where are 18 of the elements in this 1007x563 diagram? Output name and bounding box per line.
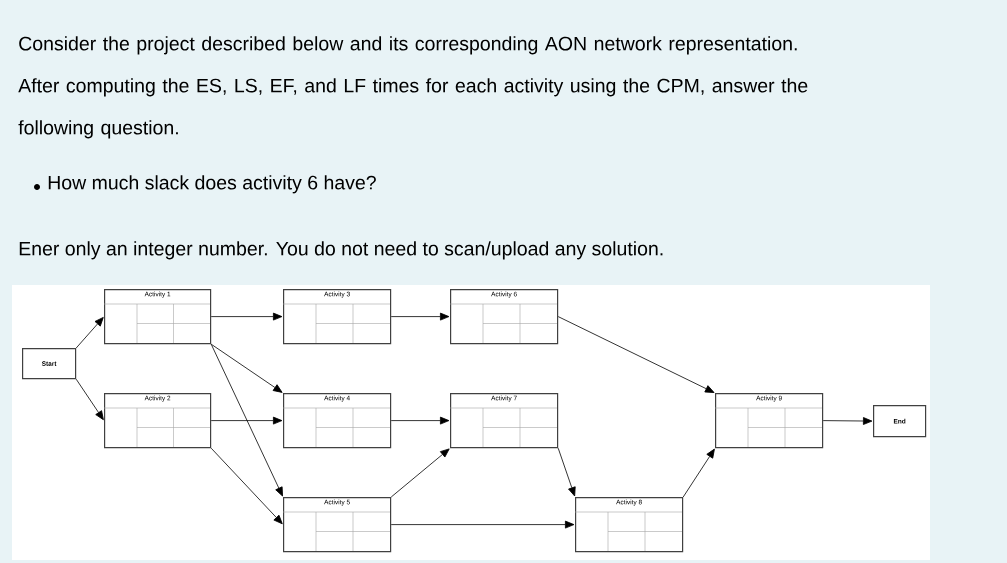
arrow xyxy=(390,448,450,498)
instruction-text: Ener only an integer number. You do not need to scan/upload any solution. xyxy=(19,241,663,260)
arrow xyxy=(557,316,715,393)
arrow xyxy=(210,416,283,425)
arrow xyxy=(557,447,576,497)
arrow xyxy=(390,520,575,529)
arrow xyxy=(210,343,283,497)
arrow xyxy=(210,343,283,393)
arrow xyxy=(210,447,283,525)
arrow xyxy=(682,448,715,498)
question-text: Consider the project described below and its corresponding AON network representation. After computing the ES, LS, EF, and LF times for each activity using the CPM, answer the following question. xyxy=(18,36,808,139)
arrow xyxy=(75,378,104,421)
arrow xyxy=(822,417,873,425)
bullet-item: How much slack does activity 6 have? xyxy=(48,175,376,194)
arrow xyxy=(390,312,450,321)
arrow xyxy=(75,317,104,349)
arrow xyxy=(210,312,283,321)
arrow xyxy=(390,416,450,425)
